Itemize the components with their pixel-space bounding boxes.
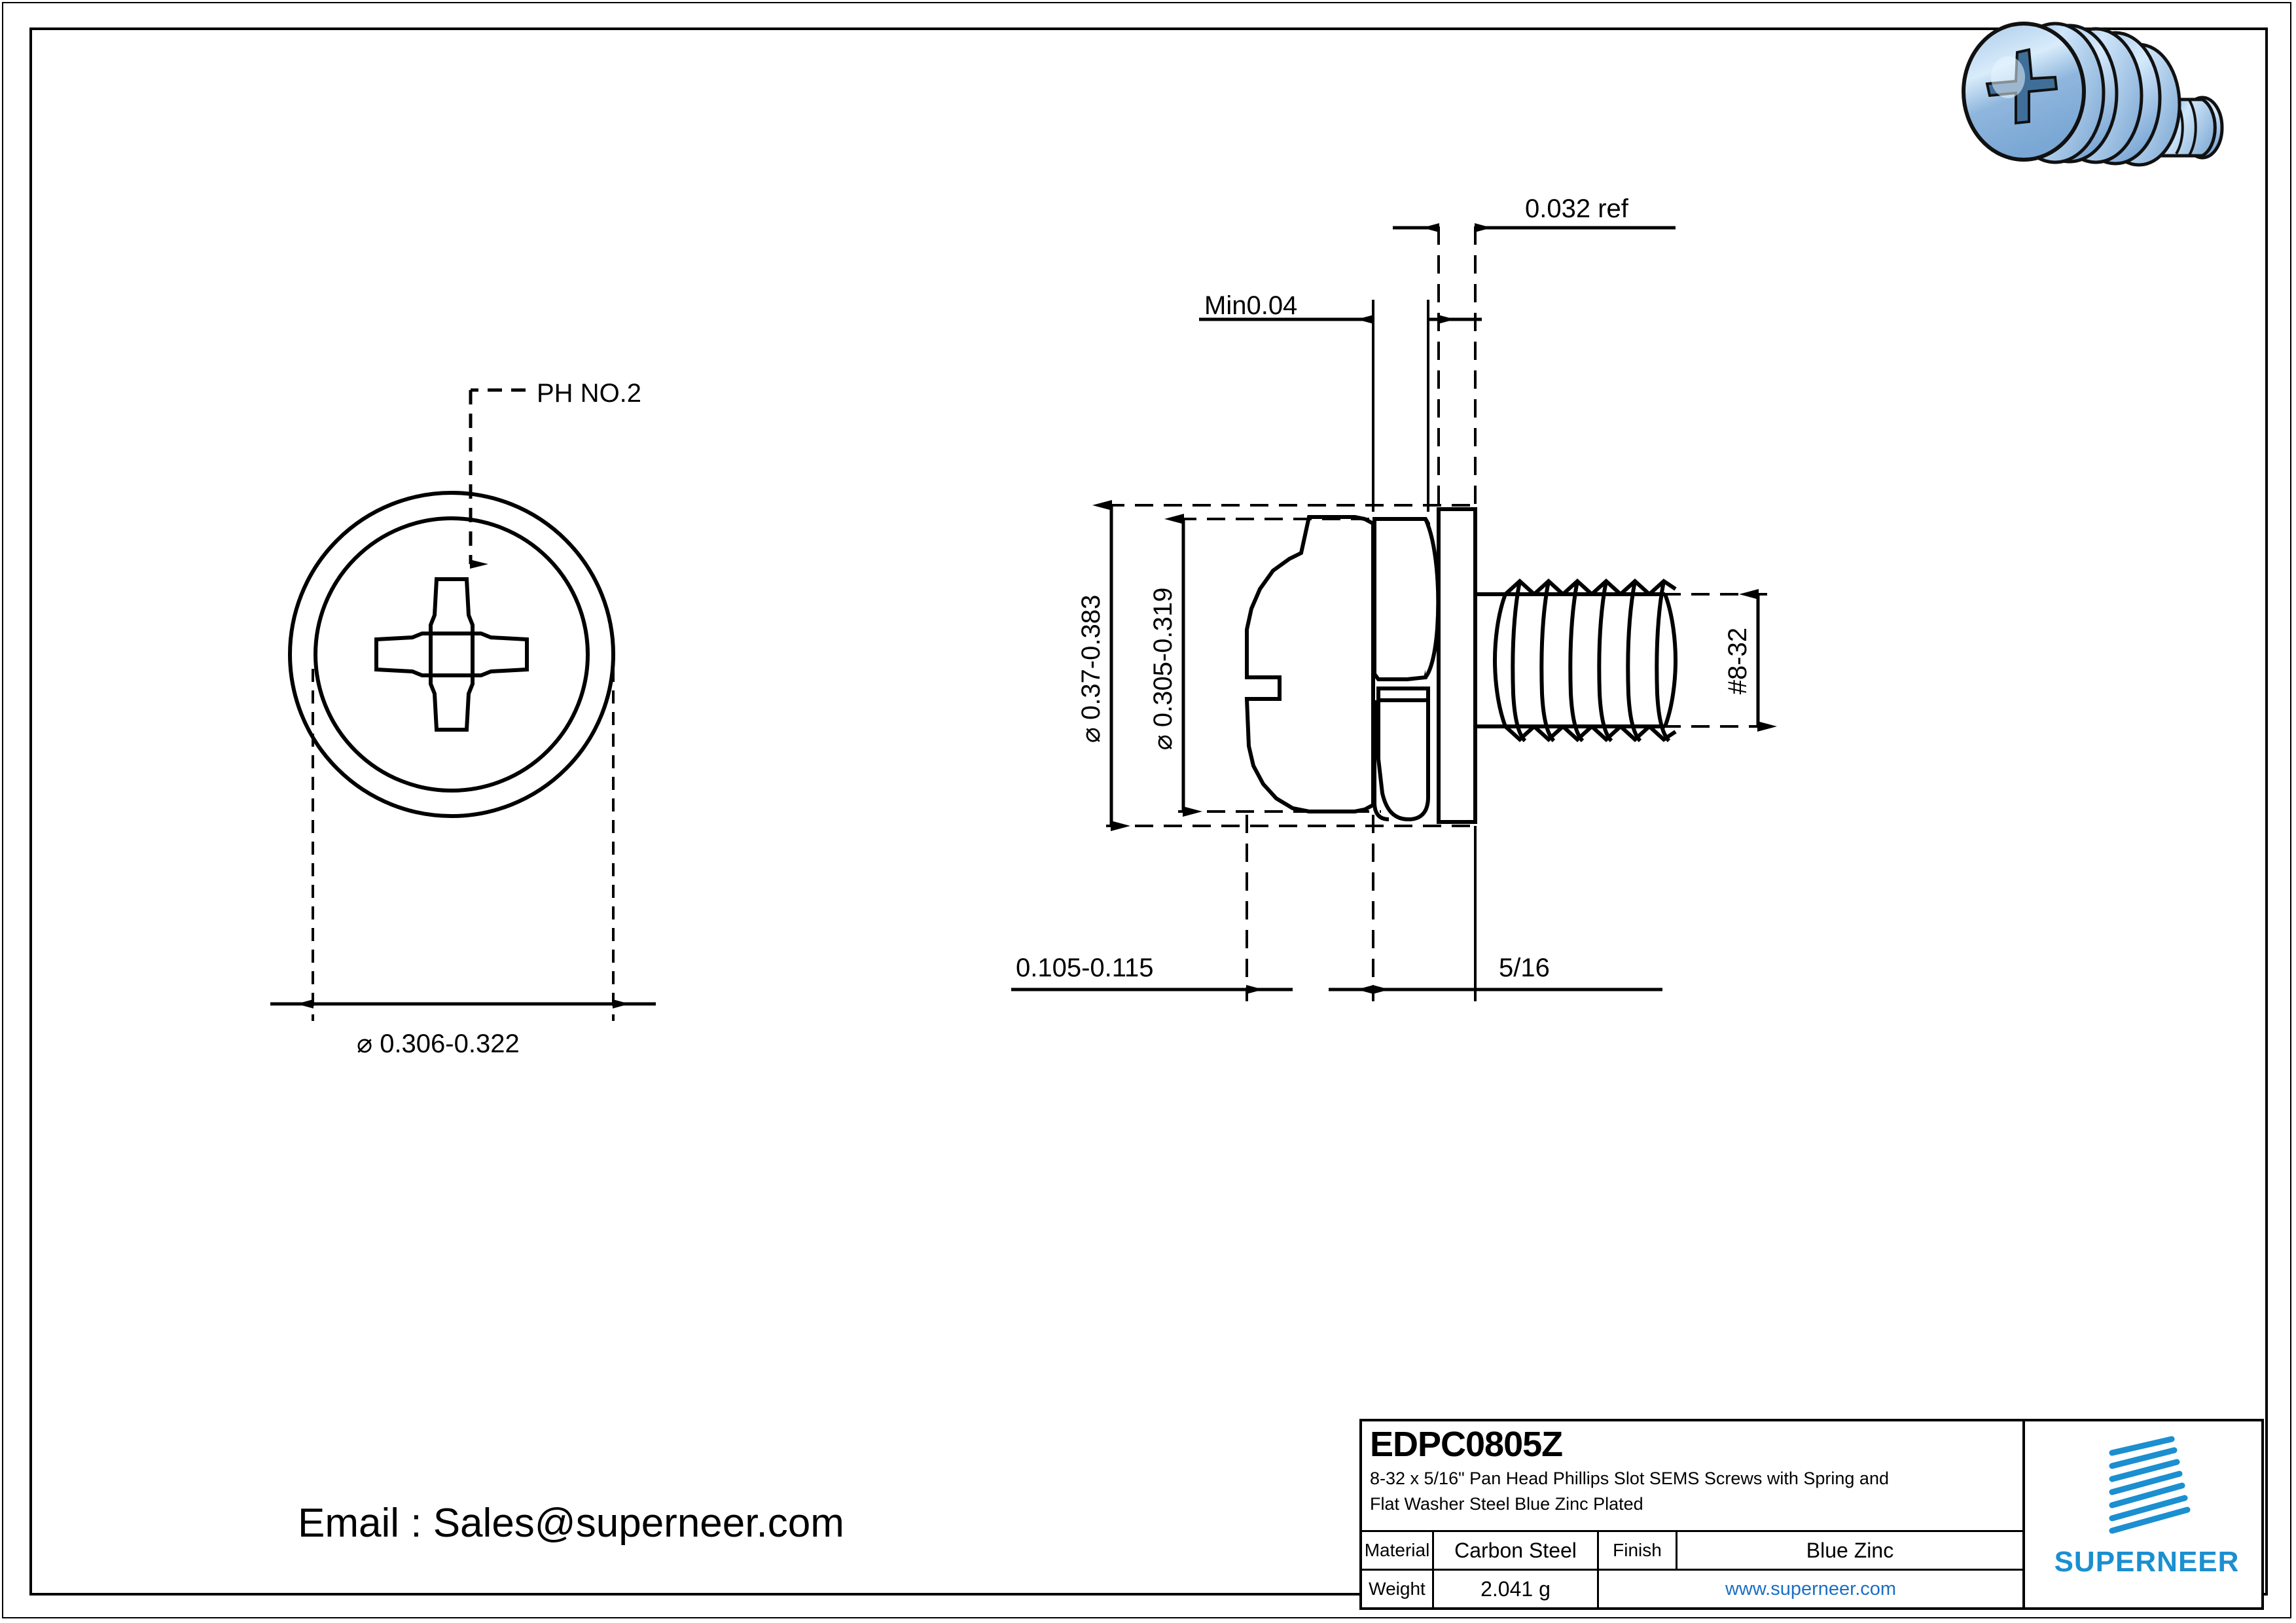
front-head-diameter-label: ⌀ 0.306-0.322 [357, 1029, 520, 1058]
spring-washer-upper-edge [1424, 518, 1441, 679]
brand-panel: SUPERNEER [2025, 1421, 2261, 1607]
threaded-shank [1475, 578, 1678, 743]
dim-head-height-label: 0.105-0.115 [1016, 954, 1154, 982]
screw-3d-render [1962, 22, 2224, 167]
dim-head-diameter-side-label: ⌀ 0.305-0.319 [1149, 588, 1177, 751]
pan-head-profile [1244, 515, 1375, 813]
weight-label: Weight [1362, 1571, 1434, 1607]
contact-email: Email : Sales@superneer.com [298, 1501, 844, 1546]
spring-washer-upper [1372, 517, 1430, 681]
sheet-border-inner [29, 27, 2268, 1596]
ph-callout-label: PH NO.2 [537, 379, 641, 408]
side-view-group: 0.032 ref Min0.04 ⌀ 0.37-0.383 ⌀ 0.305-0… [1011, 194, 1777, 1001]
head-inner-circle [314, 516, 590, 793]
table-row: Weight 2.041 g www.superneer.com [1362, 1571, 2022, 1607]
finish-label: Finish [1599, 1532, 1677, 1569]
weight-value: 2.041 g [1434, 1571, 1599, 1607]
website-link[interactable]: www.superneer.com [1725, 1578, 1897, 1599]
material-value: Carbon Steel [1434, 1532, 1599, 1569]
render-highlight [1991, 56, 2025, 98]
phillips-recess-icon [374, 577, 529, 732]
head-outer-circle [288, 491, 615, 818]
brand-name: SUPERNEER [2054, 1546, 2240, 1578]
dim-outer-diameter-label: ⌀ 0.37-0.383 [1077, 595, 1105, 743]
dim-thread-length-label: 5/16 [1499, 954, 1550, 982]
superneer-logo-icon [2109, 1436, 2191, 1534]
part-code: EDPC0805Z [1370, 1425, 1563, 1464]
extension-lines [1372, 300, 1429, 512]
finish-value: Blue Zinc [1806, 1538, 1894, 1562]
dim-0032-ref-label: 0.032 ref [1525, 194, 1629, 223]
flat-washer [1437, 507, 1477, 824]
spring-washer-lower-edge [1372, 700, 1390, 821]
front-view-group: PH NO.2 ⌀ 0.306-0.322 [270, 379, 656, 1058]
dim-bottom-row [1011, 844, 1662, 1001]
title-block: EDPC0805Z 8-32 x 5/16" Pan Head Phillips… [1359, 1419, 2264, 1610]
title-block-description: EDPC0805Z 8-32 x 5/16" Pan Head Phillips… [1362, 1421, 2022, 1530]
dim-thread-size-label: #8-32 [1723, 628, 1752, 694]
dim-min004-label: Min0.04 [1204, 291, 1297, 320]
front-head-diameter-dimension [270, 669, 656, 1021]
title-block-left: EDPC0805Z 8-32 x 5/16" Pan Head Phillips… [1362, 1421, 2025, 1607]
table-row: Material Carbon Steel Finish Blue Zinc [1362, 1532, 2022, 1571]
title-block-spec-table: Material Carbon Steel Finish Blue Zinc W… [1362, 1530, 2022, 1607]
ph-callout-leader [469, 388, 526, 569]
spring-washer-lower [1376, 698, 1430, 822]
part-description-line1: 8-32 x 5/16" Pan Head Phillips Slot SEMS… [1370, 1469, 1889, 1489]
material-label: Material [1362, 1532, 1434, 1569]
part-description-line2: Flat Washer Steel Blue Zinc Plated [1370, 1494, 1643, 1514]
